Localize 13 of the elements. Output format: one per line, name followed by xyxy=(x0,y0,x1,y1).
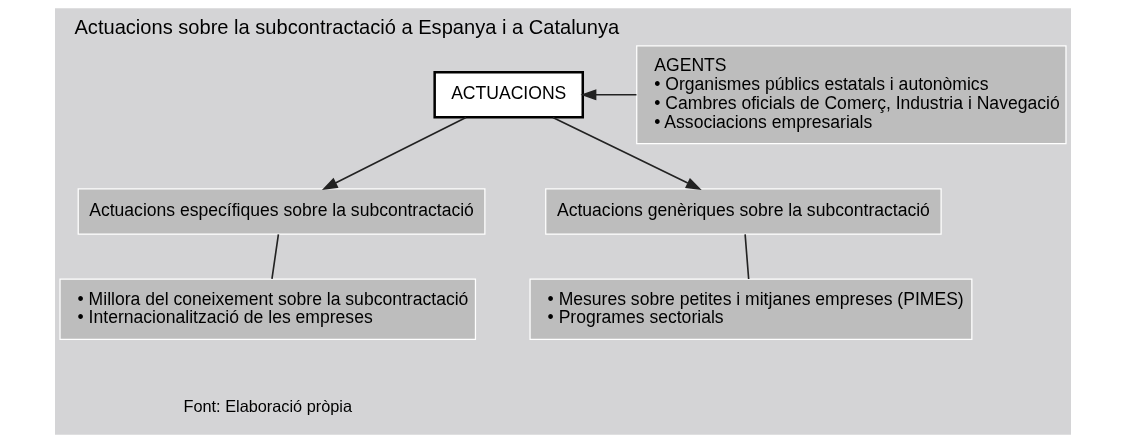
arrow xyxy=(551,116,702,190)
connector xyxy=(743,233,749,280)
node-box: ACTUACIONS xyxy=(432,70,584,119)
node-box: • Mesures sobre petites i mitjanes empreses (PIMES) • Programes sectorials xyxy=(528,278,972,341)
caption: Font: Elaboració pròpia xyxy=(182,396,352,415)
node-box: Actuacions específiques sobre la subcontractació xyxy=(77,188,485,235)
arrow xyxy=(580,89,637,101)
node-box: Actuacions genèriques sobre la subcontractació xyxy=(544,188,942,235)
node-box: • Millora del coneixement sobre la subcontractació • Internacionalització de les empreses xyxy=(58,278,476,341)
diagram-title: Actuacions sobre la subcontractació a Espanya i a Catalunya xyxy=(73,16,619,39)
node-box: AGENTS • Organismes públics estatals i autonòmics • Cambres oficials de Comerç, Industria i Navegació • Associacions empresarials xyxy=(635,45,1067,145)
arrow xyxy=(321,116,467,190)
connector xyxy=(270,233,279,280)
